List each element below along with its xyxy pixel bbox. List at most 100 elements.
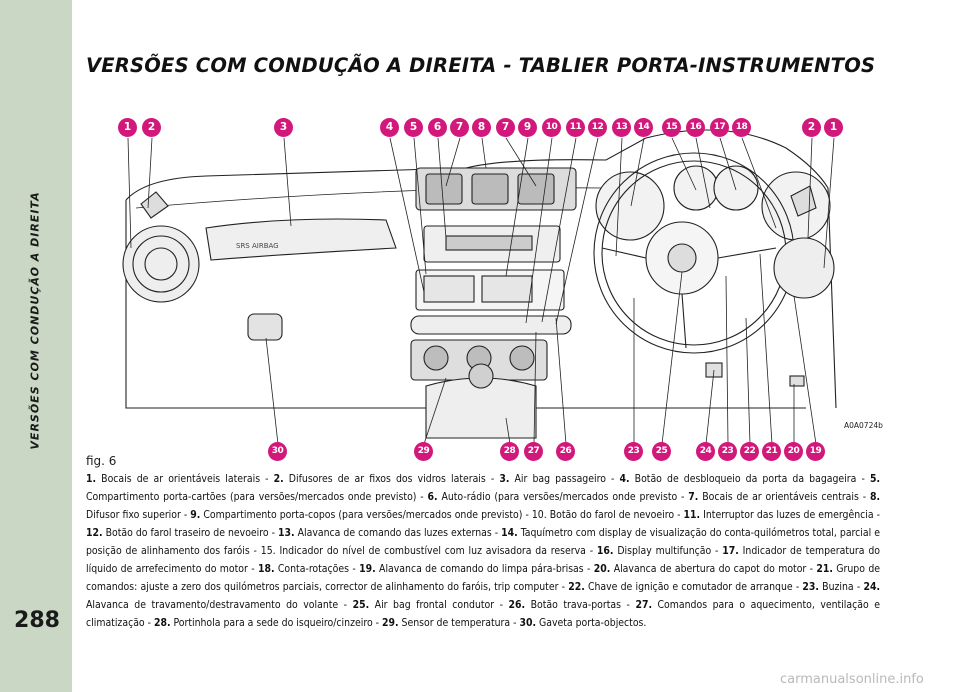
legend-item-number: 16. — [596, 545, 614, 557]
callout-19: 19 — [806, 442, 825, 461]
legend-item: 26. Botão trava-portas - — [509, 599, 636, 611]
legend-item-number: 21. — [816, 563, 833, 575]
legend-item-text: Botão do farol traseiro de nevoeiro - — [102, 527, 279, 539]
legend-item-number: 25. — [352, 599, 370, 611]
legend-item: 18. Conta-rotações - — [258, 563, 359, 575]
callout-1-right: 1 — [824, 118, 843, 137]
legend-item: 23. Buzina - — [802, 581, 863, 593]
legend-item-number: 7. — [688, 491, 699, 503]
legend-item: 4. Botão de desbloqueio da porta da baga… — [620, 473, 870, 485]
callout-30: 30 — [268, 442, 287, 461]
legend-item-number: 22. — [568, 581, 585, 593]
legend-item: 24. Alavanca de travamento/destravamento… — [86, 581, 880, 611]
legend-item-number: 14. — [501, 527, 518, 539]
callout-22: 22 — [740, 442, 759, 461]
legend-item-text: Difusores de ar fixos dos vidros laterai… — [283, 473, 500, 485]
legend-item-text: Grupo de comandos: ajuste a zero dos qui… — [86, 563, 881, 593]
legend-item: 30. Gaveta porta-objectos. — [519, 617, 646, 629]
figure-label: fig. 6 — [86, 454, 117, 468]
figure-ref-code: A0A0724b — [844, 421, 883, 430]
legend-item-text: Compartimento porta-cartões (para versõe… — [86, 491, 428, 503]
legend-item: 14. Taquímetro com display de visualizaç… — [86, 527, 880, 557]
legend-item-text: Alavanca de abertura do capot do motor - — [610, 563, 817, 575]
legend-item: 28. Portinhola para a sede do isqueiro/c… — [154, 617, 382, 629]
legend-item: 17. Indicador de temperatura do líquido … — [86, 545, 880, 575]
legend-item-number: 11. — [683, 509, 701, 521]
legend-item: 25. Air bag frontal condutor - — [353, 599, 509, 611]
callout-12: 12 — [588, 118, 607, 137]
legend-item-number: 28. — [153, 617, 171, 629]
legend-item-text: Air bag passageiro - — [509, 473, 620, 485]
legend-item-text: Gaveta porta-objectos. — [536, 617, 647, 629]
legend-item-text: Chave de ignição e comutador de arranque… — [584, 581, 803, 593]
legend-item-text: Botão de desbloqueio da porta da bagagei… — [629, 473, 870, 485]
legend-item: 9. Compartimento porta-copos (para versõ… — [190, 509, 683, 521]
legend-item-number: 6. — [427, 491, 438, 503]
legend-item-number: 20. — [593, 563, 611, 575]
legend-item-number: 4. — [619, 473, 630, 485]
callout-4: 4 — [380, 118, 399, 137]
callout-26: 26 — [556, 442, 575, 461]
legend-item-number: 2. — [273, 473, 284, 485]
legend-item-text: Bocais de ar orientáveis laterais - — [96, 473, 274, 485]
legend-item: 13. Alavanca de comando das luzes extern… — [278, 527, 501, 539]
legend-item-number: 24. — [863, 581, 880, 593]
legend-item: 16. Display multifunção - — [597, 545, 722, 557]
callout-23: 23 — [624, 442, 643, 461]
callout-27: 27 — [524, 442, 543, 461]
legend-item-text: Compartimento porta-copos (para versões/… — [200, 509, 684, 521]
side-bar: VERSÕES COM CONDUÇÃO A DIREITA 288 — [0, 0, 72, 692]
legend-item-number: 8. — [869, 491, 881, 503]
figure-legend: 1. Bocais de ar orientáveis laterais - 2… — [86, 470, 880, 632]
callout-badges: 1 2 3 4 5 6 7 8 7 9 10 11 12 13 14 15 16… — [86, 108, 886, 461]
legend-item: 7. Bocais de ar orientáveis centrais - — [688, 491, 870, 503]
legend-item: 27. Comandos para o aquecimento, ventila… — [86, 599, 880, 629]
legend-item-text: Alavanca de comando do limpa pára-brisas… — [375, 563, 594, 575]
side-section-title: VERSÕES COM CONDUÇÃO A DIREITA — [20, 50, 50, 590]
legend-item-number: 27. — [635, 599, 652, 611]
legend-item-text: Display multifunção - — [613, 545, 723, 557]
legend-item-text: Indicador de temperatura do líquido de a… — [86, 545, 880, 575]
legend-item: 29. Sensor de temperatura - — [382, 617, 519, 629]
dashboard-figure: SRS AIRBAG — [86, 108, 886, 461]
callout-28: 28 — [500, 442, 519, 461]
callout-3: 3 — [274, 118, 293, 137]
legend-item-number: 12. — [86, 527, 103, 539]
callout-15: 15 — [662, 118, 681, 137]
legend-item-text: Buzina - — [818, 581, 864, 593]
legend-item: 5. Compartimento porta-cartões (para ver… — [86, 473, 880, 503]
watermark: carmanualsonline.info — [780, 672, 924, 687]
dashboard-illustration: SRS AIRBAG — [122, 129, 837, 445]
callout-16: 16 — [686, 118, 705, 137]
legend-item-text: Auto-rádio (para versões/mercados onde p… — [437, 491, 689, 503]
callout-18: 18 — [732, 118, 751, 137]
callout-14: 14 — [634, 118, 653, 137]
legend-item: 19. Alavanca de comando do limpa pára-br… — [359, 563, 594, 575]
legend-item-text: Interruptor das luzes de emergência - — [700, 509, 880, 521]
callout-23b: 23 — [718, 442, 737, 461]
legend-item-number: 13. — [278, 527, 295, 539]
legend-item-text: Portinhola para a sede do isqueiro/cinze… — [170, 617, 382, 629]
callout-24: 24 — [696, 442, 715, 461]
callout-1: 1 — [118, 118, 137, 137]
legend-item: 3. Air bag passageiro - — [499, 473, 619, 485]
legend-item-text: Taquímetro com display de visualização d… — [86, 527, 880, 557]
callout-2: 2 — [142, 118, 161, 137]
callout-10: 10 — [542, 118, 561, 137]
page-heading: VERSÕES COM CONDUÇÃO A DIREITA - TABLIER… — [86, 54, 876, 77]
legend-item-number: 30. — [519, 617, 536, 629]
legend-item-text: Alavanca de travamento/destravamento do … — [86, 599, 353, 611]
legend-item-number: 23. — [802, 581, 819, 593]
legend-item-number: 19. — [359, 563, 376, 575]
callout-13: 13 — [612, 118, 631, 137]
legend-item-text: Botão trava-portas - — [525, 599, 636, 611]
side-section-title-text: VERSÕES COM CONDUÇÃO A DIREITA — [28, 190, 42, 450]
legend-item: 6. Auto-rádio (para versões/mercados ond… — [428, 491, 689, 503]
callout-2-right: 2 — [802, 118, 821, 137]
callout-7b: 7 — [496, 118, 515, 137]
legend-item: 11. Interruptor das luzes de emergência … — [684, 509, 880, 521]
legend-item: 20. Alavanca de abertura do capot do mot… — [594, 563, 817, 575]
legend-item-number: 17. — [722, 545, 739, 557]
callout-6: 6 — [428, 118, 447, 137]
callout-9: 9 — [518, 118, 537, 137]
